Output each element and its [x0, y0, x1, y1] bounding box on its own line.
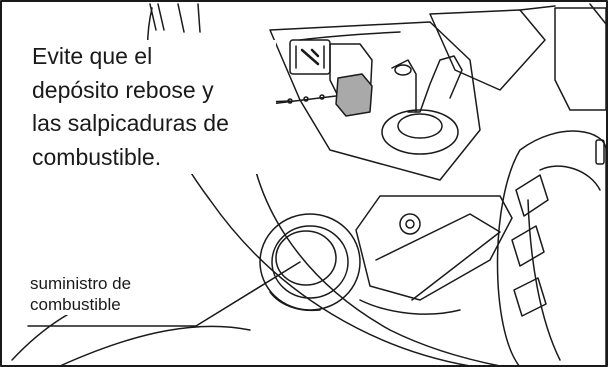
- overfill-warning-text: Evite que el depósito rebose y las salpi…: [32, 40, 276, 174]
- connector-nipple: [394, 64, 412, 76]
- bracket-bolt: [399, 213, 421, 235]
- tank-lower-edge: [59, 325, 251, 367]
- panel-ridge: [299, 31, 401, 41]
- top-stroke-1: [149, 3, 157, 31]
- bracket-bolt-inner: [405, 219, 415, 229]
- tank-inner-curve: [247, 119, 501, 367]
- fuel-cap-icon: [259, 213, 361, 312]
- fuel-line: [407, 55, 463, 113]
- lever-knob: [335, 73, 373, 117]
- bracket-plate: [355, 195, 513, 301]
- lever-track: [269, 95, 337, 105]
- connector-base: [381, 109, 459, 155]
- starter-dial: [496, 130, 607, 367]
- label-leader-line: [27, 261, 301, 327]
- bracket-arm: [375, 213, 501, 301]
- panel-right-edge: [519, 5, 556, 11]
- right-housing: [554, 7, 607, 111]
- housing-slot: [595, 139, 605, 165]
- panel-right-block: [429, 9, 546, 91]
- top-stroke-3: [177, 3, 185, 33]
- top-stroke-4: [197, 3, 201, 33]
- choke-lever-icon: [289, 39, 331, 75]
- upper-panel: [269, 21, 481, 181]
- fuel-line-connector: [391, 59, 417, 113]
- connector-base-inner: [397, 113, 443, 139]
- panel-corner: [589, 3, 607, 25]
- bracket-lower-edge: [359, 299, 461, 315]
- fuel-fill-label: suministro de combustible: [30, 273, 180, 315]
- top-stroke-2: [157, 3, 165, 31]
